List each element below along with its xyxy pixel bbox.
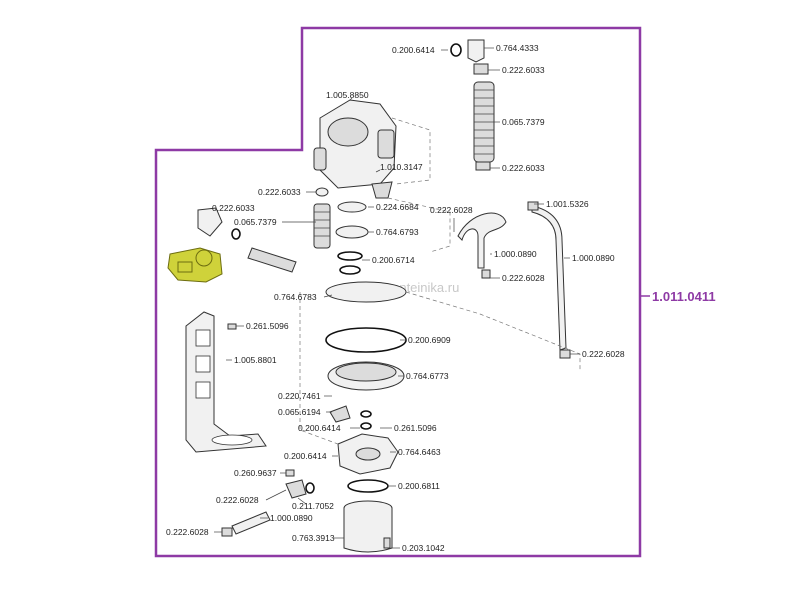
guide-dashed-1 [391, 117, 431, 185]
part-label: 0.222.6028 [502, 273, 545, 283]
long-hose-top-cap [527, 201, 539, 211]
lower-hose [231, 511, 271, 535]
wall-bracket [185, 311, 267, 453]
leader-lines [214, 47, 580, 549]
corrugated-hose-mid [313, 203, 331, 249]
guide-dashed-2 [387, 197, 451, 253]
part-label: 0.200.6414 [392, 45, 435, 55]
part-label: 1.000.0890 [572, 253, 615, 263]
part-label: 0.764.6463 [398, 447, 441, 457]
seal-ring-2 [335, 225, 369, 239]
housing-o-ring [347, 479, 389, 493]
lower-o-ring [305, 482, 315, 494]
long-hose-bottom-cap [559, 349, 571, 359]
part-label: 0.220.7461 [278, 391, 321, 401]
part-label: 0.203.1042 [402, 543, 445, 553]
small-plug [285, 469, 295, 477]
assembly-number-label: 1.011.0411 [652, 289, 716, 304]
assembly-boundary [154, 26, 642, 558]
lower-hose-clamp [221, 527, 233, 537]
part-label: 0.764.6793 [376, 227, 419, 237]
corrugated-hose-left [247, 247, 297, 273]
part-label: 0.222.6028 [166, 527, 209, 537]
part-label: 1.000.0890 [494, 249, 537, 259]
part-label: 0.764.6773 [406, 371, 449, 381]
large-o-ring [325, 327, 407, 353]
filter-top-cover [325, 281, 407, 303]
part-label: 0.200.6414 [298, 423, 341, 433]
part-label: 1.010.3147 [380, 162, 423, 172]
part-label: 0.222.6033 [258, 187, 301, 197]
o-ring-lower-2 [360, 422, 372, 430]
part-label: 1.000.0890 [270, 513, 313, 523]
part-label: 0.222.6028 [430, 205, 473, 215]
right-hose-end [481, 269, 491, 279]
part-label: 0.764.6783 [274, 292, 317, 302]
valve-connector [371, 181, 393, 199]
part-label: 0.065.6194 [278, 407, 321, 417]
filter-bowl [343, 500, 393, 553]
lower-tube-elbow [329, 405, 351, 423]
part-label: 0.065.7379 [234, 217, 277, 227]
filter-housing-head [337, 433, 399, 475]
part-label: 0.224.6684 [376, 202, 419, 212]
part-label: 0.211.7052 [292, 501, 334, 511]
left-elbow-fitting [197, 207, 241, 240]
bracket-screw [227, 323, 237, 330]
small-ring [315, 187, 329, 197]
part-label: 0.200.6414 [284, 451, 327, 461]
o-ring-small-2 [339, 265, 361, 275]
guide-dashed-4 [299, 292, 339, 445]
guide-dashed-3 [405, 291, 581, 370]
highlighted-valve-block [167, 247, 223, 283]
part-label: 0.222.6033 [212, 203, 255, 213]
filter-disk [327, 361, 405, 391]
lower-elbow [285, 479, 307, 499]
part-label: 0.261.5096 [246, 321, 289, 331]
seal-ring-1 [337, 201, 367, 213]
part-label: 0.222.6033 [502, 163, 545, 173]
part-label: 0.261.5096 [394, 423, 437, 433]
o-ring-lower-1 [360, 410, 372, 418]
part-label: 0.260.9637 [234, 468, 277, 478]
part-label: 0.200.6811 [398, 481, 440, 491]
part-label: 1.005.8850 [326, 90, 369, 100]
part-label: 0.222.6028 [216, 495, 259, 505]
part-label: 0.764.4333 [496, 43, 539, 53]
top-elbow-fitting [450, 39, 489, 75]
part-label: 1.001.5326 [546, 199, 589, 209]
pump-head-housing [313, 99, 397, 189]
corrugated-hose-top [473, 81, 495, 171]
part-label: 0.763.3913 [292, 533, 335, 543]
part-label: 0.200.6909 [408, 335, 451, 345]
curved-hose-right [457, 212, 507, 269]
o-ring-small [337, 251, 363, 261]
part-label: 0.222.6028 [582, 349, 625, 359]
part-label: 0.065.7379 [502, 117, 545, 127]
part-label: 0.222.6033 [502, 65, 545, 75]
part-label: 0.200.6714 [372, 255, 415, 265]
part-label: 1.005.8801 [234, 355, 277, 365]
